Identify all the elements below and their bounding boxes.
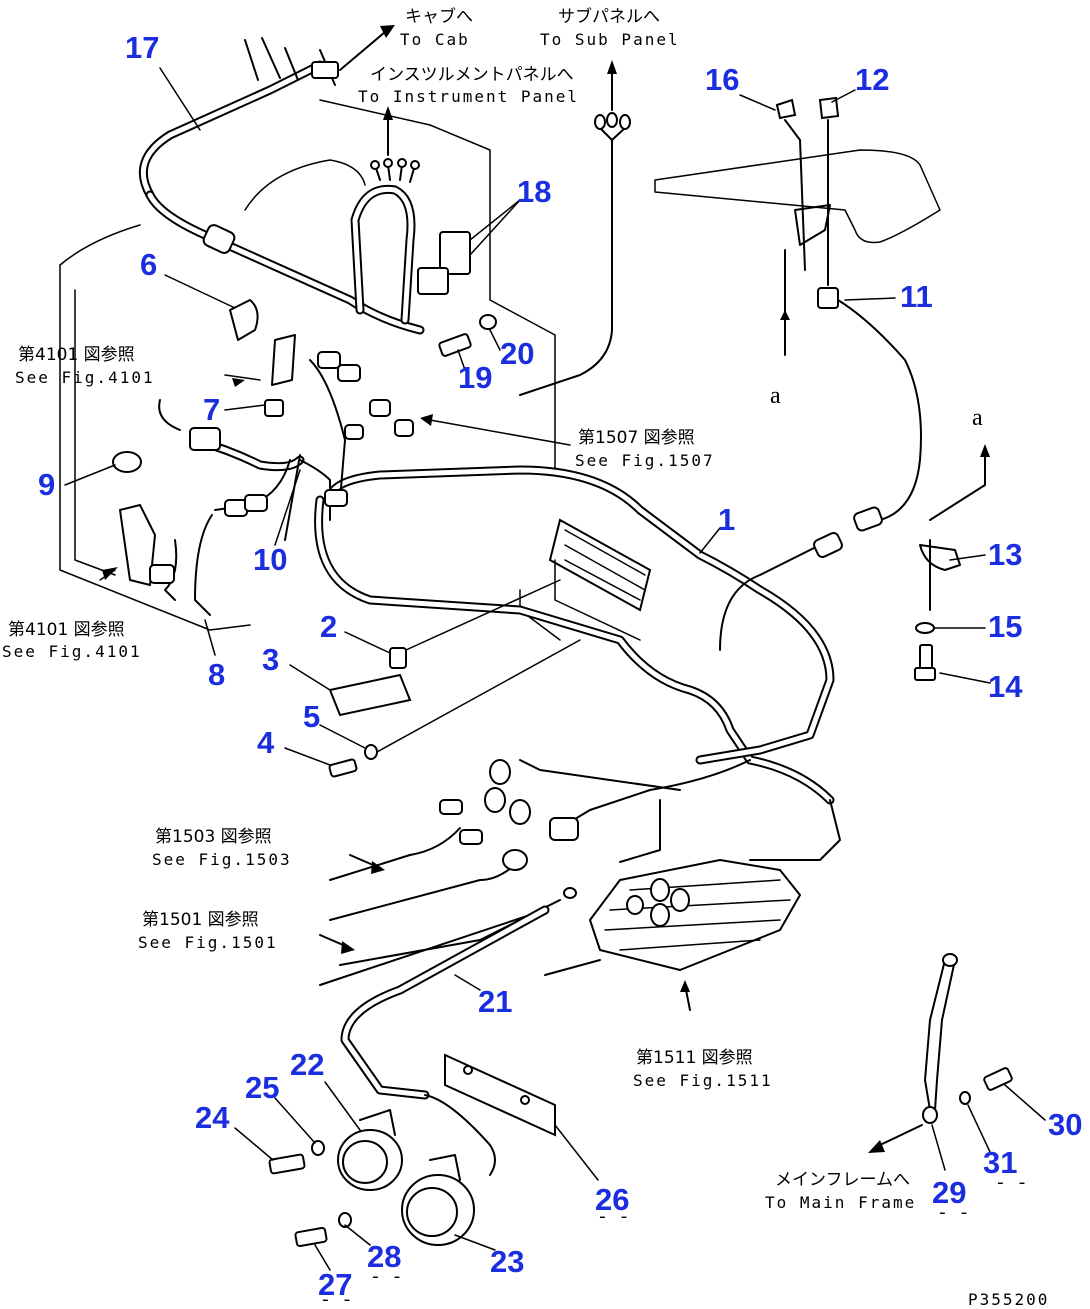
ref-fig1503-jp: 第1503 図参照	[155, 827, 272, 847]
lower-branch	[319, 759, 751, 986]
ref-to-cab-jp: キャブへ	[405, 6, 473, 27]
callout-25: 25	[245, 1070, 279, 1105]
callout-4: 4	[257, 725, 275, 760]
fuse-cover-parts	[328, 579, 581, 778]
callout-23: 23	[490, 1244, 524, 1279]
callout-12: 12	[855, 62, 889, 97]
sub-mark-27: - -	[320, 1291, 352, 1309]
ref-to-cab-en: To Cab	[400, 30, 470, 49]
callout-6: 6	[140, 247, 157, 282]
ref-to-sub-panel-jp: サブパネルへ	[558, 6, 660, 27]
lever-assembly	[654, 96, 990, 532]
callout-13: 13	[988, 537, 1022, 572]
ref-to-main-frame-en: To Main Frame	[765, 1193, 916, 1212]
ref-to-sub-panel-en: To Sub Panel	[540, 30, 680, 49]
ref-fig1507-en: See Fig.1507	[575, 451, 715, 470]
connector-letter-a-2: a	[972, 405, 983, 431]
leader-lines	[64, 67, 1046, 1271]
callout-28: 28	[367, 1239, 401, 1274]
callout-2: 2	[320, 609, 337, 644]
callout-29: 29	[932, 1175, 966, 1210]
callout-18: 18	[517, 174, 551, 209]
sub-panel-wire	[519, 60, 631, 396]
callout-3: 3	[262, 642, 279, 677]
callout-15: 15	[988, 609, 1022, 644]
harness-17	[138, 25, 425, 335]
fuse-box	[548, 518, 652, 641]
callout-27: 27	[318, 1267, 352, 1302]
callout-8: 8	[208, 657, 225, 692]
ref-fig4101-bottom-en: See Fig.4101	[2, 642, 142, 661]
reference-labels: キャブへ To Cab サブパネルへ To Sub Panel インスツルメント…	[2, 6, 1049, 1309]
horn-assembly	[268, 1053, 556, 1248]
callout-19: 19	[458, 360, 492, 395]
sub-mark-26: - -	[597, 1208, 629, 1228]
ref-fig4101-bottom-jp: 第4101 図参照	[8, 620, 125, 640]
callout-30: 30	[1048, 1107, 1082, 1142]
callout-21: 21	[478, 984, 512, 1019]
connector-letter-a-1: a	[770, 383, 781, 409]
ref-fig1501-en: See Fig.1501	[138, 933, 278, 952]
callout-14: 14	[988, 669, 1023, 704]
callout-16: 16	[705, 62, 739, 97]
callout-1: 1	[718, 502, 735, 537]
callout-20: 20	[500, 336, 534, 371]
ref-fig1501-jp: 第1501 図参照	[142, 910, 259, 930]
callout-9: 9	[38, 467, 55, 502]
ref-fig4101-top-jp: 第4101 図参照	[18, 345, 135, 365]
ref-to-instrument-panel-jp: インスツルメントパネルへ	[370, 65, 574, 85]
ref-to-main-frame-jp: メインフレームへ	[775, 1170, 910, 1190]
sub-mark-28: - -	[370, 1268, 402, 1288]
callout-24: 24	[195, 1100, 230, 1135]
harness-1511	[544, 859, 801, 1011]
sub-marks: - - - - - - - - - -	[320, 1174, 1027, 1309]
ref-fig4101-top-en: See Fig.4101	[15, 368, 155, 387]
ref-fig1511-jp: 第1511 図参照	[636, 1048, 753, 1068]
ref-fig1511-en: See Fig.1511	[633, 1071, 773, 1090]
sub-mark-29: - -	[937, 1204, 969, 1224]
callout-22: 22	[290, 1047, 324, 1082]
callout-11: 11	[900, 279, 933, 314]
sub-mark-31: - -	[995, 1174, 1027, 1194]
callout-7: 7	[203, 392, 220, 427]
ref-fig1507-jp: 第1507 図参照	[578, 428, 695, 448]
harness-21	[340, 905, 550, 1176]
drawing-code: P355200	[968, 1290, 1049, 1309]
relay-18	[417, 199, 521, 357]
callout-10: 10	[253, 542, 287, 577]
left-components	[112, 299, 414, 616]
instrument-bundle	[244, 106, 420, 325]
callout-5: 5	[303, 699, 320, 734]
callout-numbers: 17 18 16 12 11 6 7 9 10 19 20 1 13 15 14…	[38, 30, 1082, 1302]
callout-31: 31	[983, 1145, 1017, 1180]
callout-26: 26	[595, 1182, 629, 1217]
clamp-13	[914, 539, 961, 681]
callout-17: 17	[125, 30, 159, 65]
ground-strap	[868, 953, 1013, 1153]
ref-to-instrument-panel-en: To Instrument Panel	[358, 87, 579, 106]
harness-1	[314, 465, 843, 861]
ref-fig1503-en: See Fig.1503	[152, 850, 292, 869]
